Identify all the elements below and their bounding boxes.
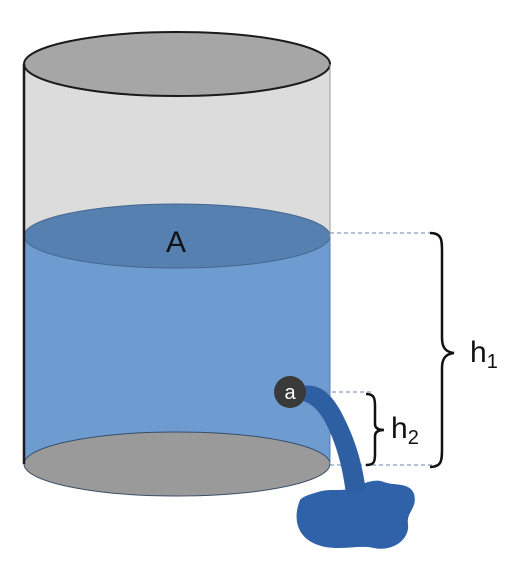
area-label: A	[166, 226, 186, 259]
brace-h1	[429, 231, 455, 469]
height-orifice-label: h2	[391, 412, 419, 449]
orifice-label: a	[284, 382, 296, 404]
puddle	[296, 480, 415, 549]
water-body	[24, 236, 330, 496]
water-jet	[296, 385, 366, 494]
orifice	[274, 376, 306, 408]
height-total-label: h1	[470, 336, 498, 373]
brace-h2	[365, 392, 385, 467]
cylinder-upper-body	[24, 64, 330, 236]
cylinder-top	[23, 31, 331, 97]
cylinder-bottom	[23, 431, 331, 497]
